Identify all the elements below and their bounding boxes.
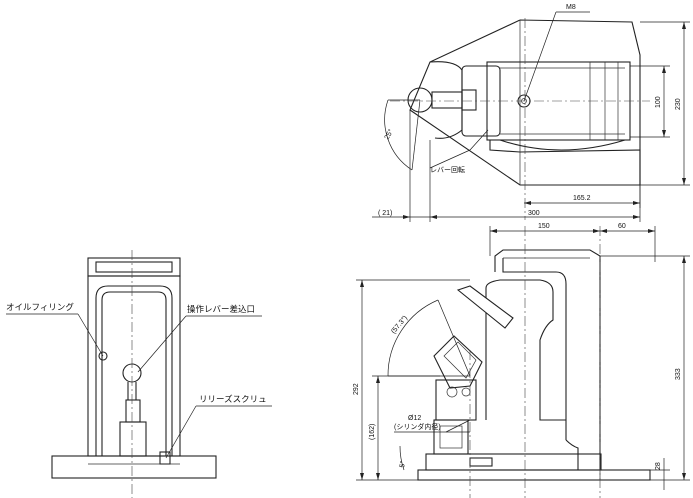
label-oil-filling: オイルフィリング bbox=[6, 302, 74, 312]
label-angle-25: 25° bbox=[383, 128, 395, 141]
label-21: ( 21) bbox=[378, 210, 392, 217]
label-162: (162) bbox=[369, 424, 376, 440]
front-view: オイルフィリング 操作レバー差込口 リリーズスクリュ bbox=[6, 250, 272, 498]
top-view: M8 230 100 165.2 ( 21) 300 25° bbox=[372, 4, 690, 222]
oil-filling-plug bbox=[98, 351, 108, 361]
label-m8: M8 bbox=[566, 4, 576, 11]
side-base bbox=[417, 469, 651, 481]
label-165-2: 165.2 bbox=[573, 195, 591, 202]
label-angle-5: 5° bbox=[398, 460, 407, 468]
label-333: 333 bbox=[675, 368, 682, 380]
label-lever-rotation: レバー回転 bbox=[430, 166, 465, 174]
front-base bbox=[51, 455, 217, 479]
top-view-outline bbox=[409, 19, 641, 186]
front-claw bbox=[87, 257, 181, 277]
side-claw bbox=[494, 249, 601, 470]
label-292: 292 bbox=[353, 383, 360, 395]
label-cylinder-inner: (シリンダ内径) bbox=[394, 422, 441, 431]
side-lever-arm bbox=[456, 285, 514, 329]
side-view: 150 60 333 28 292 (162) (57.3°) Ø12 bbox=[353, 223, 690, 498]
label-release-screw: リリーズスクリュ bbox=[199, 394, 267, 404]
label-230: 230 bbox=[675, 98, 682, 110]
label-lever-socket: 操作レバー差込口 bbox=[187, 304, 255, 314]
label-300: 300 bbox=[528, 210, 540, 217]
label-angle-57-3: (57.3°) bbox=[389, 314, 409, 335]
label-150: 150 bbox=[538, 223, 550, 230]
label-28: 28 bbox=[655, 462, 662, 470]
label-dia-12: Ø12 bbox=[408, 415, 421, 422]
label-100: 100 bbox=[655, 96, 662, 108]
label-60: 60 bbox=[618, 223, 626, 230]
